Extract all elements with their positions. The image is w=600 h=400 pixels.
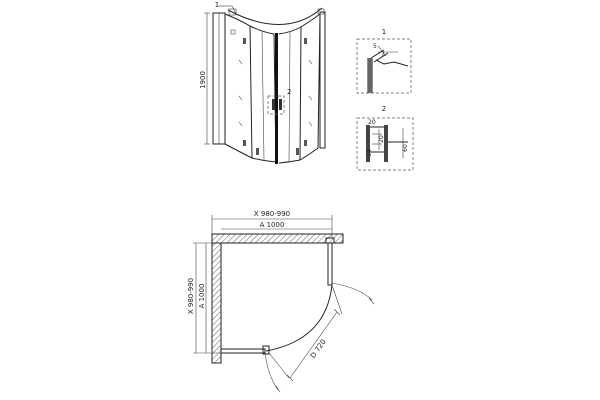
center-seam (275, 33, 278, 164)
width-nominal-label: A 1000 (260, 221, 285, 229)
detail-1-frame (356, 38, 412, 94)
door-arc (265, 284, 333, 352)
depth-range-label: X 980-990 (187, 278, 195, 314)
detail-2-dim-d: 60 (402, 144, 409, 152)
detail-2-title: 2 (382, 105, 386, 113)
top-wall (211, 233, 344, 244)
swing-arc-bottom (264, 352, 279, 391)
door-opening-label: D 720 (309, 338, 328, 360)
detail-2-dim-b: 20 (378, 135, 385, 143)
detail-1-dim-a: 5 (373, 43, 377, 50)
detail-1-title: 1 (382, 28, 386, 36)
height-label: 1900 (199, 71, 207, 89)
detail-2-frame (356, 117, 414, 171)
width-range-label: X 980-990 (254, 210, 290, 218)
right-curved-panel (299, 12, 321, 161)
detail-2: 2 20 20 34 60 (356, 105, 414, 171)
right-fixed-glass (327, 242, 333, 286)
door-opening-dimension (289, 311, 338, 379)
bottom-fixed-glass (220, 348, 266, 354)
detail-2-dim-c: 34 (366, 149, 373, 157)
right-post (319, 11, 326, 149)
left-curved-panel (224, 13, 253, 159)
hinge-marks (228, 8, 325, 155)
detail-1-dim-b: 7 (381, 51, 385, 58)
callout-1-label: 1 (215, 1, 219, 9)
detail-2-dim-a: 20 (368, 119, 376, 126)
left-wall (211, 242, 222, 364)
top-rail-curve (227, 7, 323, 25)
plan-view: D 720 X 980-990 A 1000 X 980-990 A 1000 (187, 210, 375, 393)
front-view: 1900 1 2 (199, 1, 326, 164)
callout-2-label: 2 (287, 88, 291, 96)
detail-1: 1 5 7 (356, 28, 412, 94)
detail-2-callout-box (267, 95, 285, 115)
right-door (278, 26, 302, 164)
depth-nominal-label: A 1000 (198, 284, 206, 309)
swing-arc-right (331, 282, 373, 301)
